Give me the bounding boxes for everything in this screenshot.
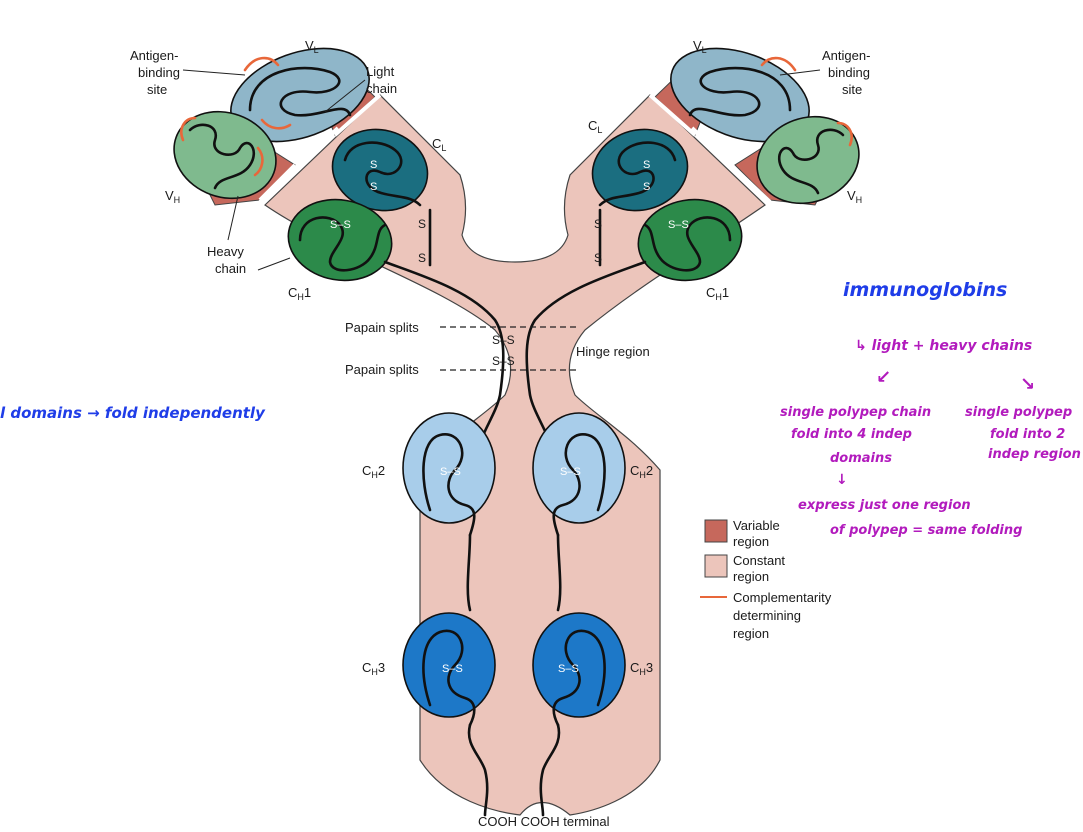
- note-arrow-right: ↘: [1020, 374, 1035, 395]
- legend-variable-swatch: [704, 519, 728, 543]
- antigen-site-right-line2: binding: [828, 65, 870, 80]
- cooh-terminal-label: COOH COOH terminal: [478, 814, 610, 829]
- ss-cl-right-s2: S: [643, 181, 650, 193]
- constant-region-body: [264, 94, 766, 816]
- ch3-label-left: CH3: [362, 660, 385, 677]
- ss-interchain-left-s2: S: [418, 251, 426, 265]
- ch3-domain-right: [532, 612, 626, 718]
- ch1-label-left: CH1: [288, 285, 311, 302]
- note-heavy-line3: domains: [830, 451, 892, 466]
- ss-cl-right-s1: S: [643, 159, 650, 171]
- note-title: immunoglobins: [843, 279, 1007, 301]
- cl-domain-right: [591, 128, 689, 212]
- ch3-label-right: CH3: [630, 660, 653, 677]
- note-down-arrow: ↓: [836, 472, 848, 488]
- ss-hinge-2: S–S: [492, 354, 515, 368]
- antigen-site-left-line3: site: [147, 82, 167, 97]
- antigen-site-left-line1: Antigen-: [130, 48, 178, 63]
- ss-ch1-left: S–S: [330, 219, 351, 231]
- ss-cl-left-s2: S: [370, 181, 377, 193]
- cl-label-right: CL: [588, 118, 602, 135]
- light-chain-label-line2: chain: [366, 81, 397, 96]
- legend: Variable region Constant region Compleme…: [700, 518, 832, 641]
- ss-ch3-right: S–S: [558, 663, 579, 675]
- note-light-line3: indep region: [988, 447, 1081, 462]
- ss-cl-left-s1: S: [370, 159, 377, 171]
- legend-cdr-line3: region: [733, 626, 769, 641]
- legend-cdr-line2: determining: [733, 608, 801, 623]
- hinge-region-label: Hinge region: [576, 344, 650, 359]
- ss-ch1-right: S–S: [668, 219, 689, 231]
- antigen-site-right-line1: Antigen-: [822, 48, 870, 63]
- legend-cdr-line1: Complementarity: [733, 590, 832, 605]
- note-express-line1: express just one region: [798, 498, 971, 513]
- ch2-label-left: CH2: [362, 463, 385, 480]
- antigen-site-left-line2: binding: [138, 65, 180, 80]
- note-light-line2: fold into 2: [990, 427, 1065, 442]
- legend-variable-line1: Variable: [733, 518, 780, 533]
- heavy-chain-label-line1: Heavy: [207, 244, 244, 259]
- legend-constant-line2: region: [733, 569, 769, 584]
- papain-splits-label-1: Papain splits: [345, 320, 419, 335]
- note-heavy-line1: single polypep chain: [780, 405, 931, 420]
- legend-constant-line1: Constant: [733, 553, 785, 568]
- note-subtitle: ↳ light + heavy chains: [855, 338, 1032, 354]
- legend-constant-swatch: [704, 554, 728, 578]
- heavy-chain-label-line2: chain: [215, 261, 246, 276]
- ss-interchain-right-s1: S: [594, 217, 602, 231]
- note-arrow-left: ↙: [876, 367, 891, 388]
- ss-interchain-right-s2: S: [594, 251, 602, 265]
- vl-label-right: VL: [693, 38, 707, 55]
- light-chain-label-line1: Light: [366, 64, 395, 79]
- ss-interchain-left-s1: S: [418, 217, 426, 231]
- ch2-label-right: CH2: [630, 463, 653, 480]
- antigen-site-right-line3: site: [842, 82, 862, 97]
- vh-label-left: VH: [165, 188, 180, 205]
- ss-ch3-left: S–S: [442, 663, 463, 675]
- cl-label-left: CL: [432, 136, 446, 153]
- note-heavy-line2: fold into 4 indep: [791, 427, 912, 442]
- ss-ch2-left: S–S: [440, 466, 461, 478]
- note-express-line2: of polypep = same folding: [830, 523, 1022, 538]
- papain-splits-label-2: Papain splits: [345, 362, 419, 377]
- note-light-line1: single polypep: [965, 405, 1072, 420]
- ss-ch2-right: S–S: [560, 466, 581, 478]
- note-left-domains: l domains → fold independently: [0, 404, 266, 422]
- ch1-label-right: CH1: [706, 285, 729, 302]
- vh-label-right: VH: [847, 188, 862, 205]
- legend-variable-line2: region: [733, 534, 769, 549]
- ss-hinge-1: S–S: [492, 333, 515, 347]
- vl-label-left: VL: [305, 38, 319, 55]
